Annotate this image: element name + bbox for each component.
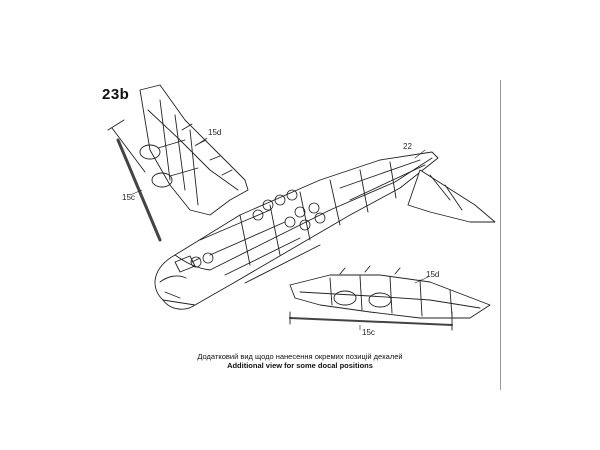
- callout-lower-wing-pylon: 15d: [426, 270, 440, 279]
- fuselage: [154, 151, 439, 310]
- step-number: 23b: [102, 86, 130, 103]
- page-border: [500, 80, 501, 390]
- leader-lines: [129, 137, 429, 331]
- engine-cluster: [190, 189, 326, 268]
- callout-fuselage: 22: [403, 142, 412, 151]
- caption-ukrainian: Додатковий вид щодо нанесення окремих по…: [197, 352, 403, 361]
- lower-wing-view: [289, 265, 491, 331]
- tail-fin: [407, 169, 496, 223]
- callout-upper-wing-pylon: 15d: [208, 128, 222, 137]
- callout-upper-wing-strip: 15c: [122, 193, 135, 202]
- caption-english: Additional view for some docal positions: [227, 361, 373, 370]
- callout-lower-wing-strip: 15c: [362, 328, 375, 337]
- upper-wing-view: [107, 84, 249, 242]
